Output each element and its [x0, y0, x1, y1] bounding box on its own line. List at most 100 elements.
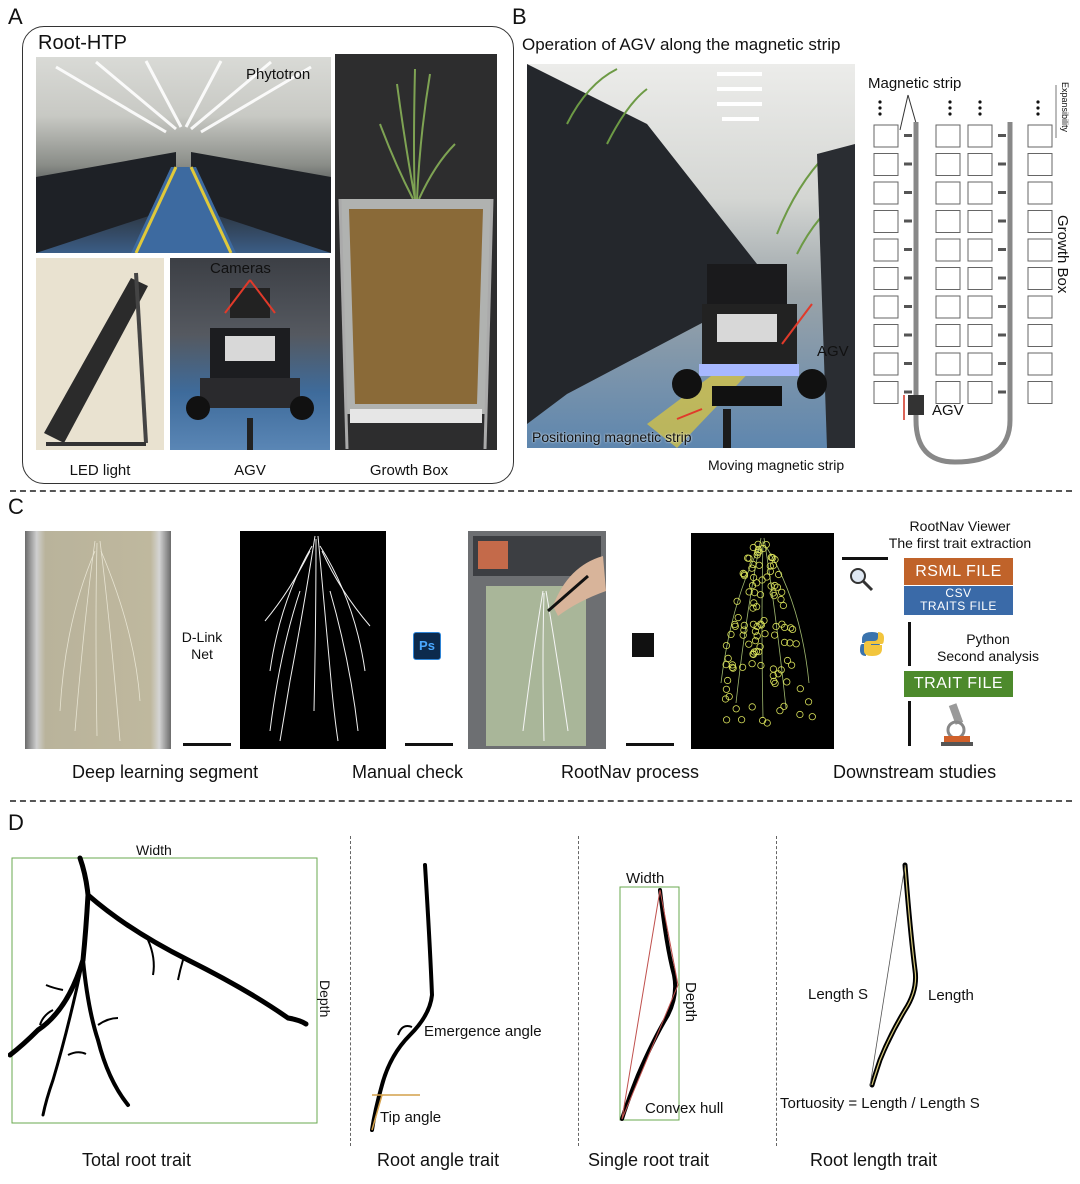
growth-box-cell	[1027, 124, 1053, 148]
manual-check-photo	[468, 531, 606, 749]
panel-a-title: Root-HTP	[38, 32, 127, 54]
rootnav-node	[776, 707, 784, 715]
agv-diagram-label: AGV	[932, 402, 964, 419]
rootnav-node	[750, 588, 759, 597]
rootnav-node	[780, 702, 788, 710]
rootnav-node	[731, 620, 739, 629]
growth-box-cell	[1027, 210, 1053, 233]
rootnav-node	[756, 643, 764, 651]
growth-box-cell	[967, 267, 993, 290]
rootnav-node	[740, 621, 748, 630]
rootnav-node	[770, 677, 778, 685]
downstream-bar	[842, 557, 888, 560]
rootnav-node	[745, 554, 753, 562]
rootnav-node	[724, 654, 732, 663]
panel-b-title: Operation of AGV along the magnetic stri…	[522, 35, 841, 54]
rootnav-node	[721, 695, 730, 703]
single-root-diagram: Width Depth Convex hull	[619, 870, 723, 1121]
dlink-line-2: Net	[191, 646, 213, 662]
magnetic-strip-label: Magnetic strip	[868, 75, 961, 92]
rootnav-node	[767, 553, 776, 561]
growth-box-cell	[935, 124, 961, 148]
rootnav-thumbnail	[632, 633, 654, 657]
caption-manual-check: Manual check	[352, 762, 464, 782]
growth-box-cell	[935, 238, 961, 262]
rootnav-node	[722, 716, 731, 724]
magnet-marker	[998, 248, 1006, 251]
rootnav-viewer-line: RootNav Viewer	[909, 518, 1011, 534]
growth-box-cell	[873, 381, 899, 404]
growth-box-cell	[967, 352, 993, 376]
rootnav-node	[740, 570, 748, 578]
rootnav-node	[787, 624, 795, 632]
growth-box-cell	[935, 267, 961, 290]
photoshop-icon: Ps	[413, 632, 441, 660]
rootnav-node	[723, 676, 732, 685]
magnifier-icon	[850, 568, 874, 592]
caption-growth-box: Growth Box	[369, 462, 449, 479]
rootnav-node	[808, 713, 816, 721]
growth-box-illustration	[338, 68, 494, 450]
rootnav-node	[733, 597, 741, 605]
rootnav-node	[774, 670, 782, 678]
magnet-marker	[904, 333, 912, 337]
growth-box-cell	[873, 210, 899, 233]
magnet-marker	[998, 276, 1006, 280]
growth-box-cell	[935, 324, 961, 347]
growth-box-cell	[967, 210, 993, 233]
magnet-marker	[904, 162, 912, 166]
magnet-marker	[998, 305, 1006, 308]
rootnav-node	[739, 631, 747, 639]
phytotron-illustration	[36, 60, 331, 253]
rootnav-node	[740, 626, 748, 634]
scale-bar-2	[405, 743, 453, 746]
magnet-marker	[998, 162, 1006, 166]
rootnav-node	[756, 591, 765, 599]
rootnav-node	[780, 638, 789, 647]
caption-led-light: LED light	[69, 462, 131, 479]
rootnav-node	[739, 569, 747, 578]
expansibility-label: Expansibility	[1060, 82, 1070, 133]
magnet-marker	[904, 276, 912, 280]
rootnav-node	[749, 543, 757, 552]
root-length-diagram: Length S Length Tortuosity = Length / Le…	[780, 862, 980, 1112]
agv-photo-label: AGV	[817, 343, 849, 360]
moving-strip-label: Moving magnetic strip	[708, 457, 845, 473]
root-box-photo	[25, 531, 171, 749]
rootnav-node	[754, 545, 763, 554]
rootnav-node	[778, 588, 786, 596]
panel-label-a: A	[8, 4, 23, 29]
growth-box-cell	[1027, 181, 1053, 205]
rootnav-node	[757, 621, 766, 629]
growth-box-cell	[873, 153, 899, 176]
rootnav-node	[759, 544, 767, 553]
rootnav-node	[763, 719, 771, 727]
magnet-marker	[904, 191, 912, 194]
phytotron-label: Phytotron	[246, 66, 311, 83]
magnet-marker	[904, 390, 912, 394]
led-illustration	[44, 272, 148, 446]
rootnav-node	[749, 650, 757, 658]
emergence-angle-label: Emergence angle	[424, 1023, 542, 1040]
rootnav-node	[796, 710, 804, 719]
dlink-line-1: D-Link	[181, 629, 223, 645]
rootnav-node	[772, 622, 780, 631]
rootnav-node	[775, 570, 783, 579]
magnet-marker	[998, 191, 1006, 194]
csv-line-1: CSV	[945, 586, 972, 600]
caption-rootnav: RootNav process	[561, 762, 700, 782]
total-depth-label: Depth	[317, 980, 333, 1017]
divider-d2	[578, 836, 579, 1146]
total-root-diagram: Width Depth	[8, 842, 333, 1124]
magnet-marker	[998, 333, 1006, 337]
separator-1	[10, 490, 1072, 492]
scale-bar-3	[626, 743, 674, 746]
divider-d3	[776, 836, 777, 1146]
scale-bar-1	[183, 743, 231, 746]
root-box-illustration	[59, 540, 141, 742]
magnetic-strip-diagram: Magnetic strip AGV Expansibility Growth …	[868, 75, 1071, 465]
python-bar-holder	[908, 622, 916, 666]
rootnav-node	[763, 573, 771, 581]
